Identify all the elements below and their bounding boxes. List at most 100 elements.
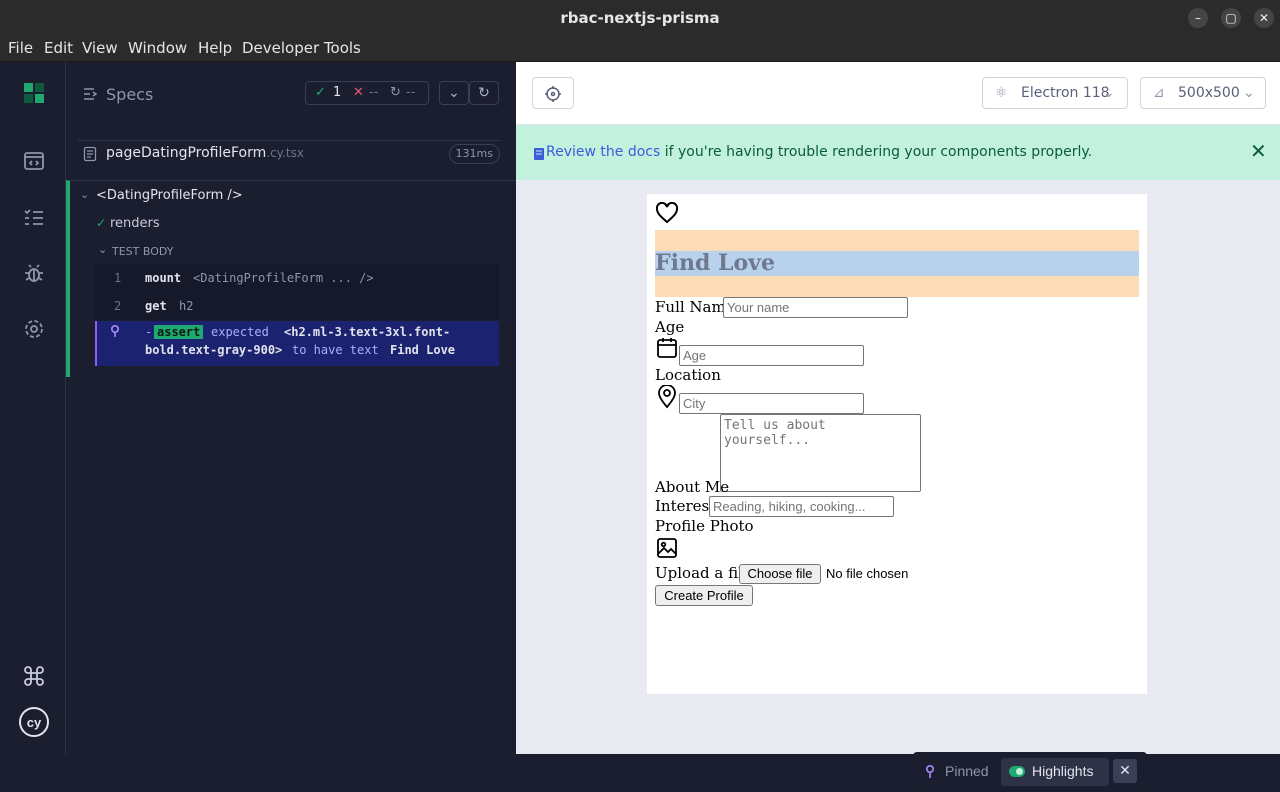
specs-header: Specs ✓ 1 ✕ -- ↻ -- ⌄ ↻ [66,62,516,126]
command-name: get [145,299,167,313]
spec-runner-panel: Specs ✓ 1 ✕ -- ↻ -- ⌄ ↻ pageDatingProfil… [66,62,516,754]
failed-x-icon: ✕ [353,85,364,100]
spec-duration-badge: 131ms [448,144,500,164]
pending-count: -- [406,85,416,100]
close-pinned-icon[interactable]: ✕ [1113,759,1137,783]
menu-developer-tools[interactable]: Developer Tools [242,39,361,57]
banner-text: Review the docs if you're having trouble… [546,144,1092,160]
ruler-icon: ⊿ [1153,85,1165,101]
pinned-highlights-bar: Pinned Highlights ✕ [913,752,1147,792]
interests-input[interactable] [709,496,894,517]
assert-expected-text: expected [211,325,269,339]
spec-file-basename: pageDatingProfileForm [106,145,267,161]
cypress-logo-icon[interactable] [22,81,46,105]
chevron-down-icon[interactable]: ⌄ [98,243,108,256]
menu-help[interactable]: Help [198,39,233,57]
highlights-toggle[interactable]: Highlights [1001,758,1109,786]
menu-edit[interactable]: Edit [44,39,74,57]
cypress-cy-logo-icon[interactable]: cy [18,706,50,738]
maximize-icon[interactable]: ▢ [1221,8,1241,28]
document-icon [83,146,97,162]
assert-selector-line2: bold.text-gray-900> [145,343,283,357]
no-file-chosen-text: No file chosen [826,566,909,581]
create-profile-button[interactable]: Create Profile [655,585,753,606]
menu-view[interactable]: View [82,39,118,57]
heading-highlight-margin [655,230,1139,297]
specs-nav-icon[interactable] [22,149,46,173]
banner-message: if you're having trouble rendering your … [660,144,1093,160]
specs-list-toggle-icon[interactable] [82,86,98,102]
close-banner-icon[interactable]: ✕ [1250,139,1267,163]
full-name-input[interactable] [723,297,908,318]
window-title: rbac-nextjs-prisma [560,9,720,27]
pinned-assert-command-row[interactable]: - assert expected <h2.ml-3.text-3xl.font… [95,321,499,366]
options-chevron-button[interactable]: ⌄ [439,81,469,105]
age-input[interactable] [679,345,864,366]
browser-name: Electron 118 [1021,85,1110,101]
upload-file-label: Upload a file [655,564,752,582]
suite-title[interactable]: <DatingProfileForm /> [96,188,243,203]
title-bar: rbac-nextjs-prisma – ▢ ✕ [0,0,1280,36]
preview-toolbar: ⚛ Electron 118 ⌄ ⊿ 500x500 ⌄ [516,62,1280,125]
electron-icon: ⚛ [995,85,1008,101]
test-suite: ⌄ <DatingProfileForm /> ✓ renders ⌄ TEST… [66,180,516,377]
assert-selector-line1: <h2.ml-3.text-3xl.font- [284,325,451,339]
settings-gear-icon[interactable] [22,317,46,341]
command-log-row[interactable]: 2 get h2 [95,292,499,320]
keyboard-shortcuts-icon[interactable] [22,664,46,688]
command-message: h2 [179,299,194,313]
test-title[interactable]: renders [110,216,160,231]
assert-dash: - [145,325,153,339]
location-label: Location [655,366,721,384]
age-label: Age [655,318,685,336]
pending-spinner-icon: ↻ [390,85,401,100]
pinned-label: Pinned [945,763,989,779]
heart-icon [655,202,679,224]
review-docs-link[interactable]: Review the docs [546,144,661,160]
passed-count: 1 [333,85,342,100]
full-name-label: Full Name [655,298,735,316]
test-stats: ✓ 1 ✕ -- ↻ -- [305,81,429,105]
test-passed-check-icon: ✓ [96,216,107,230]
chevron-down-icon: ⌄ [1103,85,1115,101]
calendar-icon [657,338,677,358]
pin-icon [925,764,935,778]
selector-playground-button[interactable] [532,77,574,109]
chevron-down-icon: ⌄ [1243,85,1255,101]
close-window-icon[interactable]: ✕ [1254,8,1274,28]
component-preview: Find Love Full Name Age Location About M… [647,194,1147,792]
chevron-down-icon[interactable]: ⌄ [80,188,90,201]
specs-label: Specs [106,85,154,104]
viewport-size: 500x500 [1178,85,1240,101]
minimize-icon[interactable]: – [1188,8,1208,28]
about-me-label: About Me [655,478,730,496]
spec-file-extension: .cy.tsx [266,146,304,160]
form-heading: Find Love [655,250,775,276]
assert-badge: assert [154,325,204,339]
image-icon [657,538,677,558]
viewport-selector[interactable]: ⊿ 500x500 ⌄ [1140,77,1266,109]
about-me-textarea[interactable] [720,414,921,492]
debug-bug-icon[interactable] [22,261,46,285]
menu-file[interactable]: File [8,39,34,57]
svg-text:cy: cy [27,715,42,730]
profile-photo-label: Profile Photo [655,517,754,535]
rerun-button[interactable]: ↻ [469,81,499,105]
choose-file-button[interactable]: Choose file [739,564,821,584]
browser-selector[interactable]: ⚛ Electron 118 ⌄ [982,77,1128,109]
heading-highlight-content [655,251,1139,276]
failed-count: -- [369,85,379,100]
command-message: <DatingProfileForm ... /> [193,271,374,285]
runs-nav-icon[interactable] [22,205,46,229]
command-number: 2 [114,299,122,313]
docs-banner: Review the docs if you're having trouble… [516,125,1280,180]
book-icon [534,148,544,160]
command-log-row[interactable]: 1 mount <DatingProfileForm ... /> [95,264,499,292]
pin-icon[interactable] [109,324,121,338]
spec-file-row: pageDatingProfileForm.cy.tsx 131ms [78,140,500,166]
interests-label: Interests [655,497,723,515]
command-number: 1 [114,271,122,285]
command-name: mount [145,271,182,285]
menu-window[interactable]: Window [128,39,188,57]
city-input[interactable] [679,393,864,414]
